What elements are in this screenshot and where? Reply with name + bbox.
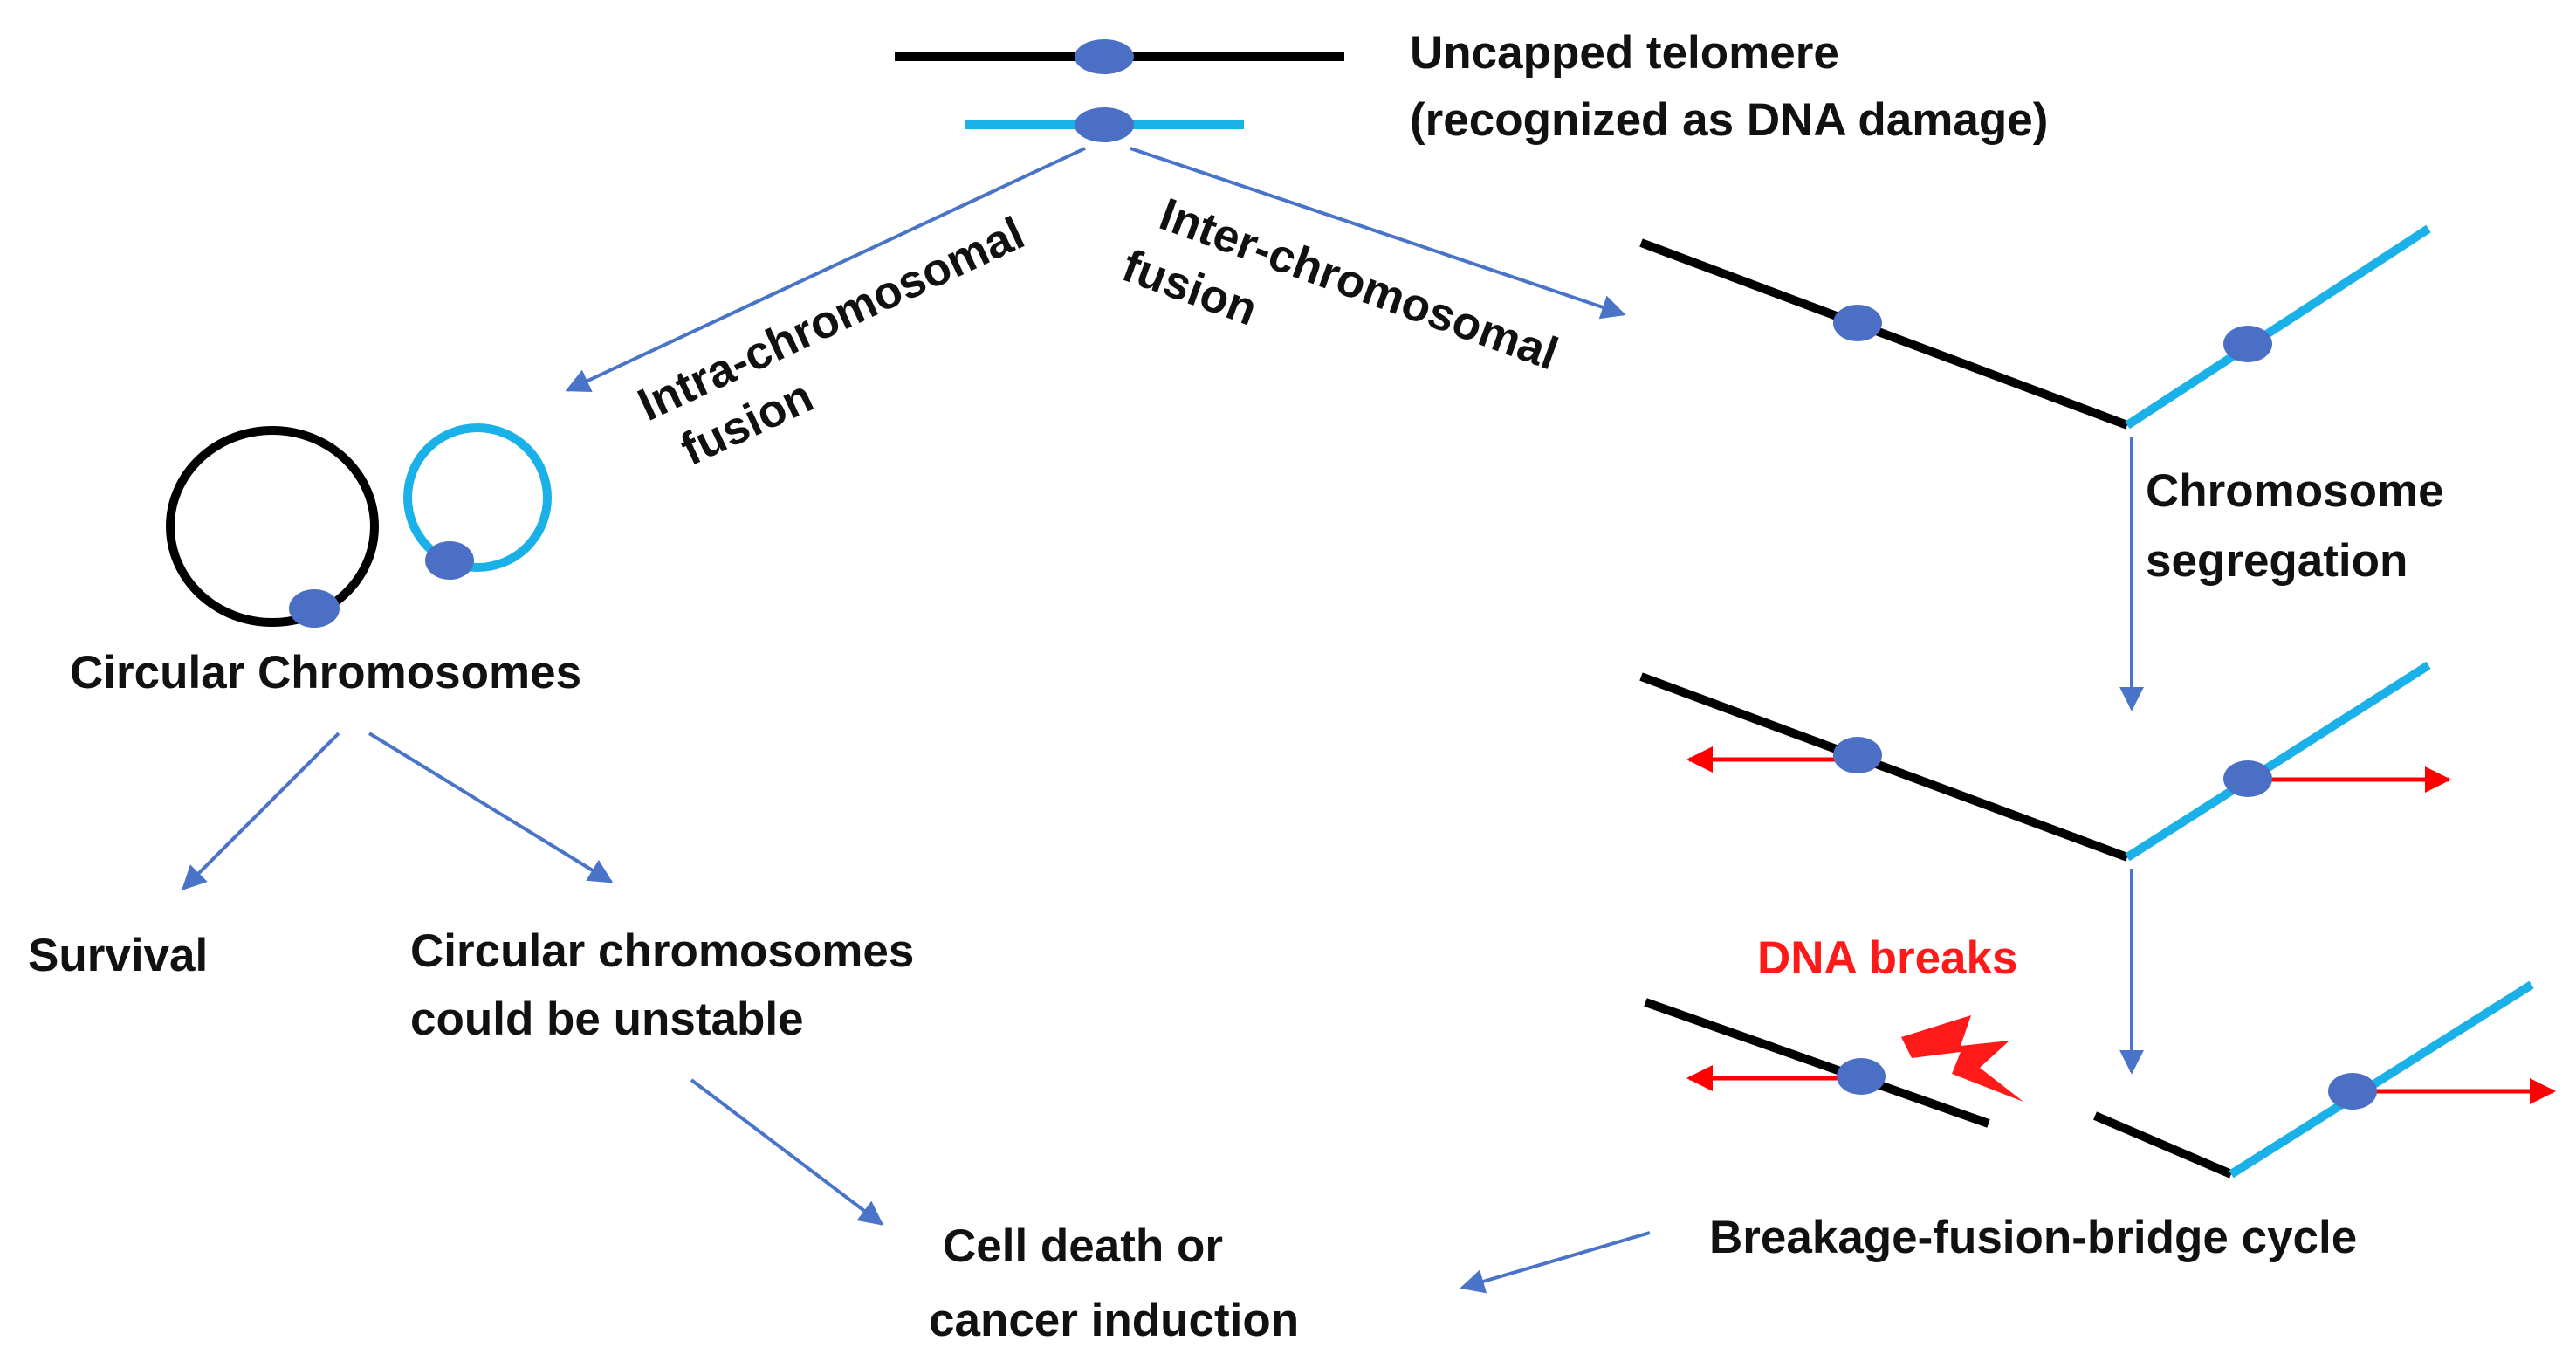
centromere [1837, 1058, 1886, 1095]
broken-chromosome [1644, 980, 2556, 1179]
dna-breaks-label: DNA breaks [1757, 932, 2018, 984]
lightning-bolt-icon [1901, 1015, 2023, 1102]
survival-label: Survival [28, 930, 208, 981]
chromosome-segregation-sublabel: segregation [2146, 535, 2408, 587]
uncapped-telomere-label: Uncapped telomere [1410, 27, 1839, 79]
uncapped-telomere-sublabel: (recognized as DNA damage) [1410, 94, 2048, 146]
stretched-dicentric-chromosome [1639, 661, 2451, 862]
centromere [1075, 39, 1134, 74]
outcome-label: Cell death or [943, 1220, 1223, 1272]
centromere [1833, 737, 1882, 773]
circular-chromosomes-label: Circular Chromosomes [70, 647, 581, 698]
centromere [425, 541, 474, 580]
circular-chromosomes [166, 423, 552, 628]
unstable-to-outcome-arrow [690, 1078, 884, 1226]
bfb-to-outcome-arrow [1460, 1231, 1651, 1294]
centromere [1075, 107, 1134, 142]
unstable-label: Circular chromosomes [410, 925, 914, 977]
dicentric-chromosome [1639, 224, 2431, 430]
chromosome-segregation-label: Chromosome [2146, 465, 2444, 517]
centromere [289, 589, 340, 628]
intra-chromosomal-label: Intra-chromosomal [630, 208, 1032, 431]
survival-arrow [182, 732, 340, 890]
cyan-chromosome-arm [2229, 980, 2534, 1179]
cyan-ring-chromosome [403, 423, 552, 572]
centromere [2328, 1073, 2377, 1110]
black-chromosome-fragment [2093, 1111, 2233, 1179]
centromere [2223, 760, 2272, 797]
black-ring-chromosome [166, 426, 379, 627]
black-chromosome-arm [1639, 672, 2129, 862]
black-chromosome-arm [1639, 238, 2129, 430]
centromere [1833, 305, 1882, 341]
unstable-arrow [368, 732, 614, 883]
uncapped-chromosome-pair [895, 39, 1344, 142]
intra-fusion-arrow [565, 147, 1086, 393]
centromere [2223, 326, 2272, 362]
unstable-sublabel: could be unstable [410, 993, 804, 1045]
breakage-fusion-bridge-label: Breakage-fusion-bridge cycle [1709, 1212, 2357, 1263]
outcome-sublabel: cancer induction [929, 1295, 1299, 1346]
inter-fusion-arrow [1130, 147, 1626, 320]
cyan-chromosome-arm [2125, 224, 2431, 430]
black-chromosome-fragment [1644, 998, 1990, 1128]
cyan-chromosome-arm [2125, 661, 2431, 862]
